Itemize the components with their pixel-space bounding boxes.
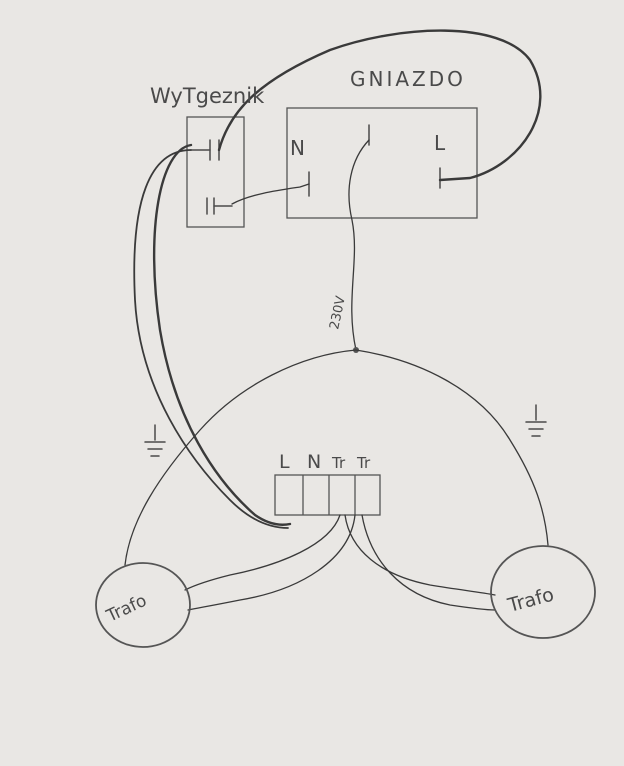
trafo-left-label: Trafo — [103, 591, 150, 627]
mains-voltage-label: 230V — [327, 295, 349, 331]
trafo-right-circle — [490, 545, 596, 639]
wire-arc-right — [355, 349, 549, 546]
wire-switch-to-socket-n — [231, 183, 310, 205]
wire-switch-to-socket-l — [217, 29, 542, 182]
ground-icon — [525, 404, 547, 437]
wire-switch-down-outer — [133, 149, 289, 529]
trafo-right-label: Trafo — [505, 584, 557, 618]
switch-contact-top — [190, 139, 220, 161]
trafo-left-circle — [95, 562, 191, 648]
terminal-tr1-label: Tr — [331, 454, 346, 472]
switch-label: WyTgeznik — [150, 84, 265, 108]
switch-contact-bottom — [206, 197, 233, 215]
terminal-n-label: N — [307, 451, 321, 473]
wire-terminal-to-trafo-right-b — [361, 514, 496, 611]
terminal-block — [274, 474, 381, 516]
socket-n-label: N — [290, 136, 305, 160]
switch-box — [186, 116, 245, 228]
wire-socket-to-mains — [348, 139, 370, 351]
ground-icon — [144, 424, 166, 457]
wire-terminal-to-trafo-left-a — [184, 514, 341, 591]
socket-box — [286, 107, 478, 219]
wire-terminal-to-trafo-left-b — [187, 514, 356, 611]
wire-terminal-to-trafo-right-a — [344, 514, 496, 596]
terminal-l-label: L — [279, 451, 290, 473]
socket-label: GNIAZDO — [350, 67, 466, 91]
wire-arc-left — [124, 349, 357, 566]
socket-l-label: L — [434, 131, 446, 155]
terminal-tr2-label: Tr — [356, 454, 371, 472]
wire-switch-down-inner — [152, 143, 292, 526]
